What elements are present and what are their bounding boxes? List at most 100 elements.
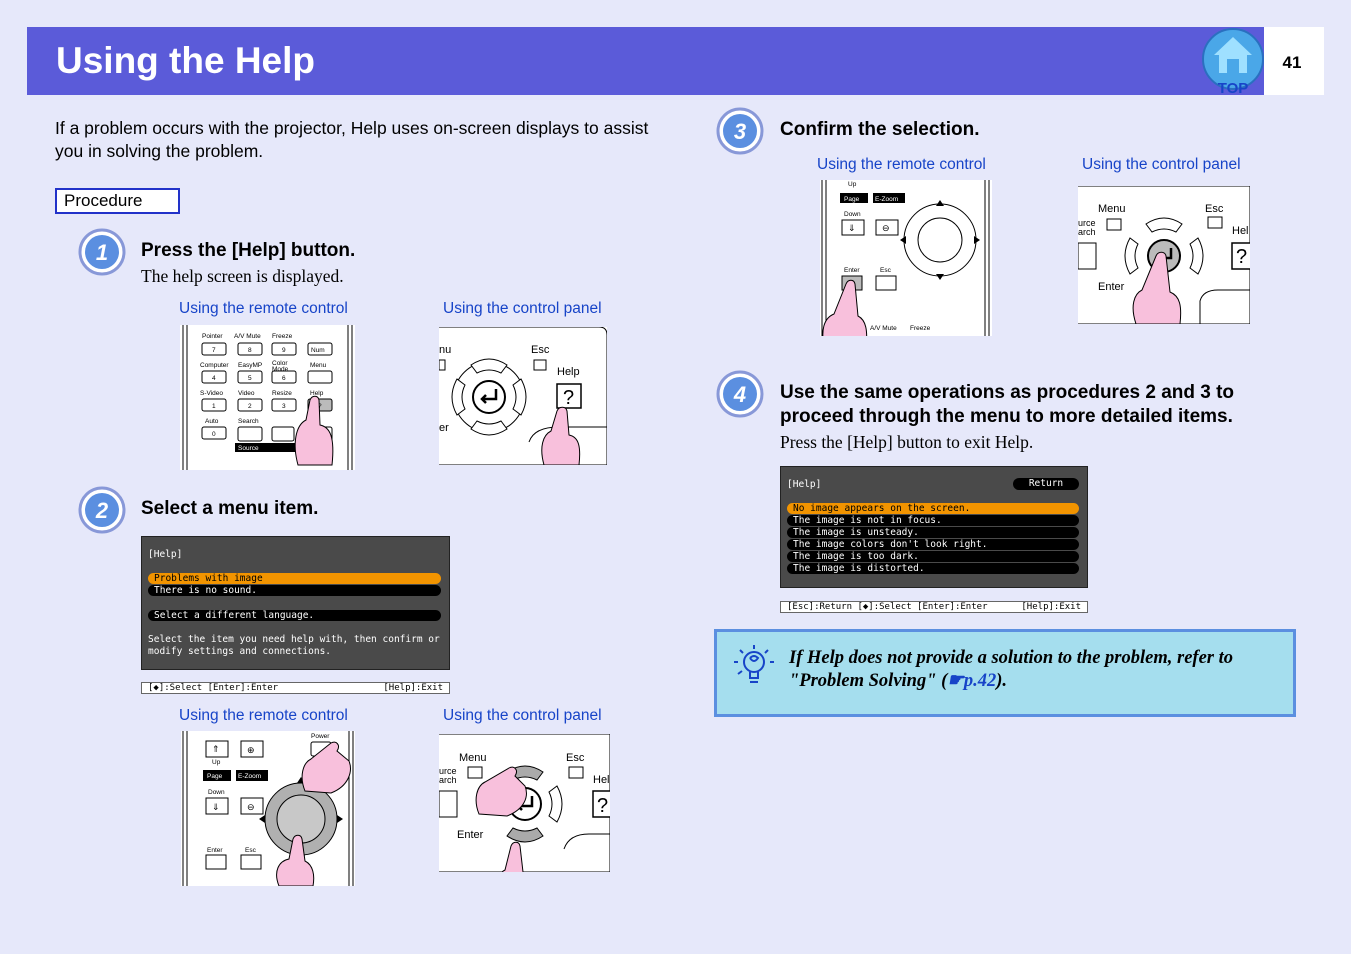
svg-text:2: 2 [95,498,109,523]
caption-remote-2: Using the remote control [179,707,348,724]
top-home-icon[interactable]: TOP [1200,27,1266,97]
remote-key [237,398,263,412]
remote-key-label: EasyMP [238,362,262,369]
remote-control-illustration-3: Up Page E-Zoom Down ⇓ ⊖ Enter Esc A/V Mu… [820,180,992,336]
help-screen-title: [Help] [148,549,183,560]
page-number-box [1264,27,1324,95]
remote-key-label: Num [311,347,325,354]
control-panel-illustration-2: Menu Esc Hel urce arch ? Enter [439,734,610,872]
help-screen-main: [Help] Problems with image There is no s… [141,536,450,670]
remote-key-label: Menu [310,362,327,369]
help-detail-item[interactable]: The image colors don't look right. [787,539,1079,550]
help-item-no-sound[interactable]: There is no sound. [148,585,441,596]
svg-text:Page: Page [207,773,223,780]
svg-text:Hel: Hel [593,774,610,786]
help-detail-item[interactable]: The image is not in focus. [787,515,1079,526]
help-detail-item[interactable]: The image is unsteady. [787,527,1079,538]
step-4-description: Press the [Help] button to exit Help. [780,432,1034,452]
top-label: TOP [1218,80,1249,97]
help-item-language[interactable]: Select a different language. [148,610,441,621]
help-item-problems-with-image[interactable]: Problems with image [148,573,441,584]
remote-key-label: Computer [200,362,229,369]
intro-text: If a problem occurs with the projector, … [55,118,649,161]
svg-text:urce: urce [1078,218,1096,228]
control-panel-illustration-3: Menu Esc Hel urce arch ? Enter [1078,186,1250,324]
problem-solving-link[interactable]: p.42 [963,671,997,691]
remote-key-label: Auto [205,418,219,425]
caption-panel-1: Using the control panel [443,300,602,317]
pointer-hand-icon: ☛ [947,671,964,691]
svg-text:⊕: ⊕ [247,745,255,755]
remote-key-label: Freeze [272,333,293,340]
remote-key-label: 0 [212,431,216,438]
svg-text:Freeze: Freeze [910,325,931,332]
remote-key [237,342,263,356]
svg-text:⇑: ⇑ [212,744,220,754]
svg-text:1: 1 [96,240,108,265]
remote-key [237,370,263,384]
remote-key-label: Mode [272,366,289,373]
help-screen-2-footer: [Esc]:Return [◆]:Select [Enter]:Enter [H… [780,601,1088,613]
remote-key-label: 6 [282,375,286,382]
remote-key [271,426,295,442]
svg-text:Esc: Esc [531,344,550,356]
remote-key-label: Video [238,390,255,397]
caption-panel-2: Using the control panel [443,707,602,724]
help-detail-item[interactable]: The image is too dark. [787,551,1079,562]
remote-key-label: Help [310,390,324,397]
help-screen-2-title: [Help] [787,479,822,490]
step-4-number-icon: 4 [716,370,764,418]
svg-text:Enter: Enter [844,267,860,274]
remote-key-label: 9 [282,347,286,354]
remote-key-label: Pointer [202,333,223,340]
remote-key-label: Search [238,418,259,425]
remote-key [271,398,297,412]
svg-text:⊖: ⊖ [882,223,890,233]
svg-text:Enter: Enter [1098,281,1125,293]
svg-text:arch: arch [439,775,457,785]
svg-text:Esc: Esc [566,752,585,764]
help-detail-item[interactable]: The image is distorted. [787,563,1079,574]
tip-note-box [714,629,1296,717]
page-number: 41 [1282,53,1302,72]
svg-text:Hel: Hel [1232,225,1249,237]
svg-text:er: er [439,422,449,434]
remote-key [201,370,227,384]
remote-key [271,342,297,356]
remote-key-label: 1 [212,403,216,410]
remote-key [201,398,227,412]
remote-control-illustration-2: ⇑ ⊕ Up Page E-Zoom Down ⇓ ⊖ Power Enter … [181,731,355,886]
page-header [27,27,1264,95]
svg-text:⇓: ⇓ [212,802,220,812]
svg-text:4: 4 [733,382,746,407]
svg-text:Up: Up [848,181,857,188]
remote-key-label: A/V Mute [234,333,261,340]
remote-key-label: 3 [282,403,286,410]
svg-text:E-Zoom: E-Zoom [238,773,261,780]
step-1-title: Press the [Help] button. [141,240,356,261]
svg-text:E-Zoom: E-Zoom [875,196,898,203]
help-screen-message: Select the item you need help with, then… [148,634,440,657]
help-screen-footer: [◆]:Select [Enter]:Enter [Help]:Exit [141,682,450,694]
remote-key-label: 7 [212,347,216,354]
remote-key-label: ? [318,403,322,410]
svg-text:Page: Page [844,196,860,203]
help-detail-item[interactable]: No image appears on the screen. [787,503,1079,514]
svg-text:?: ? [597,795,608,817]
svg-text:Down: Down [844,211,861,218]
return-button[interactable]: Return [1013,478,1079,490]
svg-text:?: ? [1236,246,1247,268]
svg-text:Power: Power [311,733,330,740]
svg-text:?: ? [563,387,574,409]
remote-source-bar [235,443,325,452]
svg-text:nu: nu [439,344,451,356]
tip-note-text: If Help does not provide a solution to t… [789,648,1233,691]
step-2-number-icon: 2 [78,486,126,534]
control-panel-illustration-1: nu Esc Help ? er [439,327,607,465]
svg-text:Menu: Menu [1098,203,1126,215]
step-3-number-icon: 3 [716,107,764,155]
svg-text:urce: urce [439,766,457,776]
svg-text:3: 3 [734,119,746,144]
page-title: Using the Help [56,40,316,81]
remote-key [201,426,227,440]
